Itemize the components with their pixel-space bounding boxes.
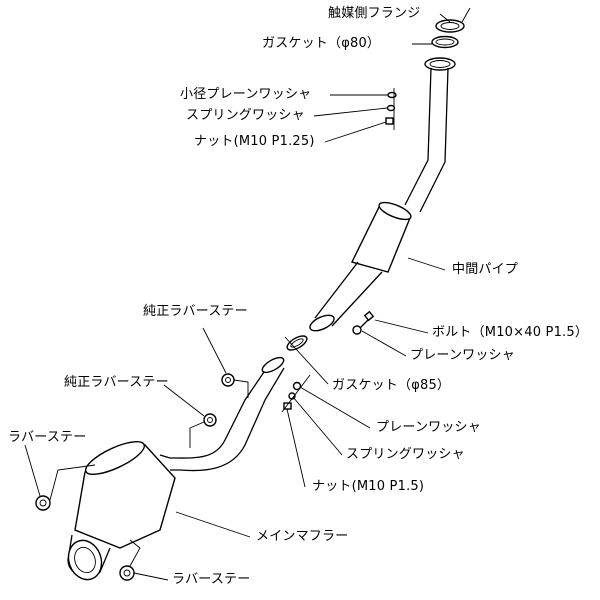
label-gasket-80: ガスケット（φ80） (262, 36, 381, 51)
plain-washer-rear (292, 381, 302, 391)
front-pipe-flange (424, 57, 456, 71)
small-plain-washer (387, 91, 397, 99)
label-plain-washer-2: プレーンワッシャ (376, 420, 481, 435)
label-small-plain-washer: 小径プレーンワッシャ (180, 87, 312, 102)
stud-rear (281, 374, 311, 413)
label-oem-rubber-stay-2: 純正ラバーステー (64, 375, 169, 390)
leader-lines (24, 13, 451, 581)
plain-washer-mid (352, 325, 362, 335)
bolt-m10x40 (359, 310, 375, 329)
label-gasket-85: ガスケット（φ85） (332, 378, 451, 393)
rubber-stay-left (35, 464, 96, 511)
label-spring-washer-bottom: スプリングワッシャ (346, 447, 465, 462)
label-nut-m10-p125: ナット(M10 P1.25) (194, 134, 315, 149)
gasket-85 (286, 335, 308, 351)
spring-washer-top (386, 104, 396, 112)
label-spring-washer-top: スプリングワッシャ (186, 108, 305, 123)
oem-rubber-stay-2 (189, 413, 217, 448)
label-main-muffler: メインマフラー (256, 529, 349, 544)
oem-rubber-stay-1 (221, 373, 249, 398)
label-bolt-m10x40: ボルト（M10×40 P1.5） (432, 325, 589, 340)
catalyst-flange (435, 7, 471, 33)
mid-pipe (309, 67, 449, 332)
gasket-80 (431, 35, 459, 49)
label-nut-m10-p15: ナット(M10 P1.5) (312, 479, 425, 494)
label-plain-washer-1: プレーンワッシャ (410, 348, 515, 363)
nut-rear (283, 402, 292, 410)
label-rubber-stay-left: ラバーステー (8, 430, 87, 445)
label-oem-rubber-stay-1: 純正ラバーステー (143, 304, 248, 319)
label-rubber-stay-bottom: ラバーステー (172, 572, 251, 587)
main-muffler (67, 441, 176, 581)
nut-top (385, 117, 394, 125)
label-catalyst-flange: 触媒側フランジ (328, 6, 421, 21)
label-mid-pipe: 中間パイプ (452, 262, 519, 277)
rear-pipe (159, 356, 285, 472)
